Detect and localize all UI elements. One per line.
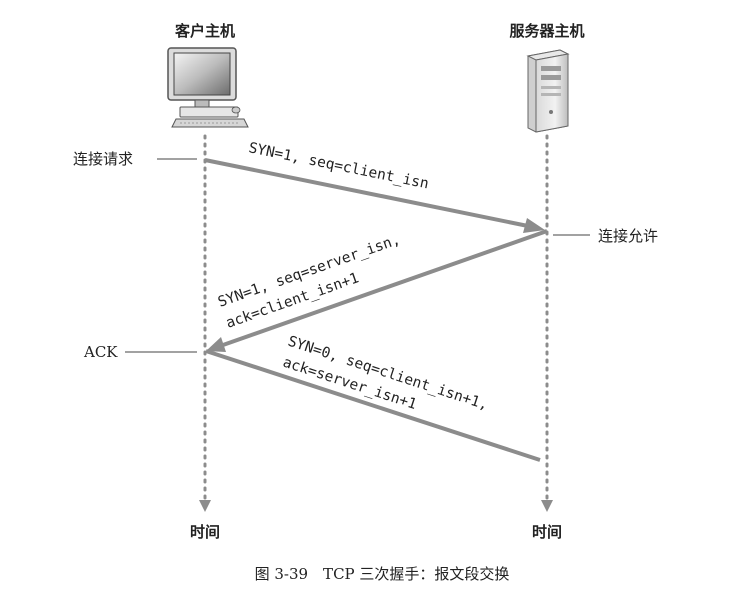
ack-message-arrow	[205, 349, 541, 462]
syn-message-arrow	[204, 158, 545, 233]
server-timeline-arrowhead	[541, 500, 553, 512]
client-time-label: 时间	[190, 523, 220, 541]
ack-label: ACK	[83, 343, 118, 361]
server-time-label: 时间	[532, 523, 562, 541]
connect-granted-label: 连接允许	[598, 227, 658, 245]
server-tower-icon	[526, 49, 570, 133]
client-host-label: 客户主机	[174, 22, 235, 40]
figure-caption: 图 3-39 TCP 三次握手：报文段交换	[255, 565, 510, 583]
server-host-label: 服务器主机	[509, 22, 584, 40]
desktop-computer-icon	[167, 47, 249, 128]
connect-request-label: 连接请求	[73, 150, 133, 168]
syn-message-label: SYN=1, seq=client_isn	[247, 140, 430, 192]
client-timeline-arrowhead	[199, 500, 211, 512]
synack-message-arrow	[206, 229, 548, 352]
